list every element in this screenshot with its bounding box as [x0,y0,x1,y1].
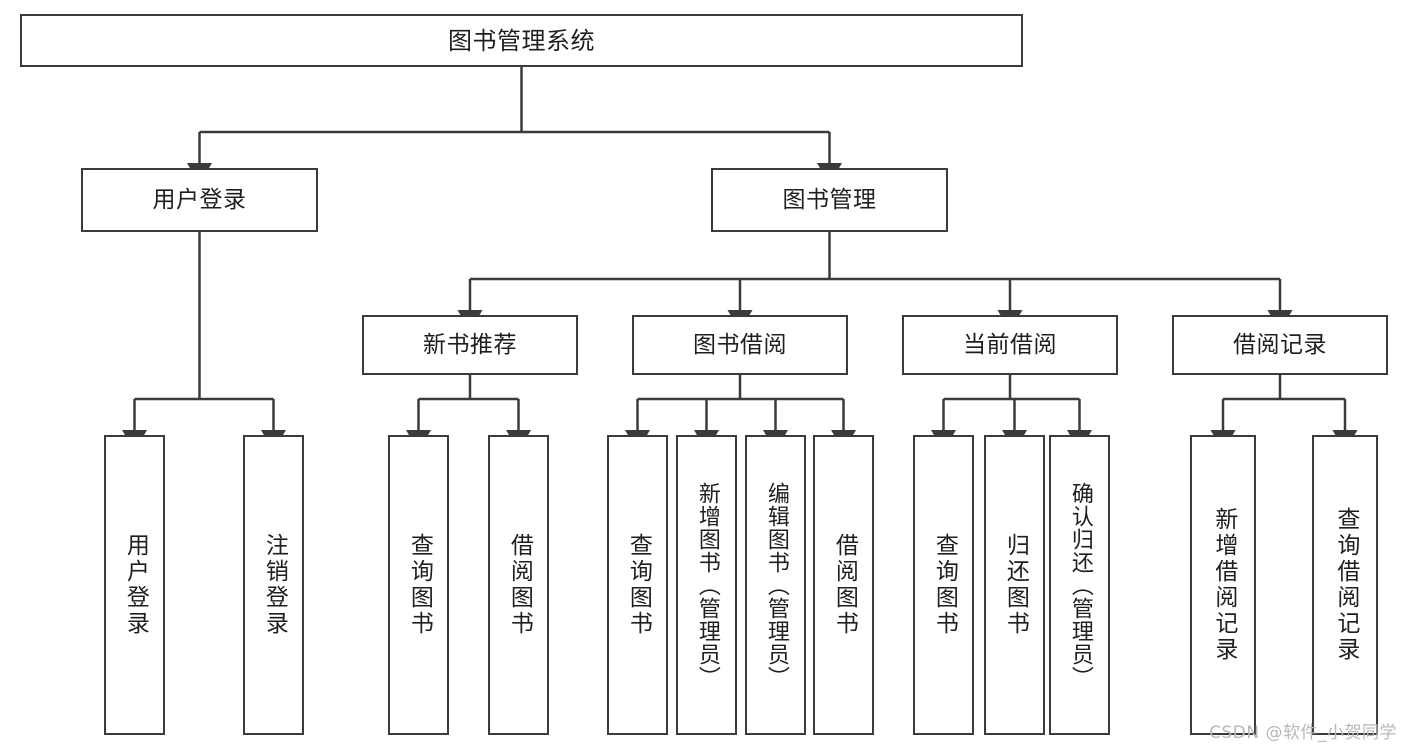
node-label: 新增借阅记录 [1210,507,1237,663]
node-label: 查询图书 [625,533,652,637]
csdn-watermark: CSDN @软件_小贺同学 [1209,723,1397,743]
node-label: 查询借阅记录 [1332,507,1359,663]
node-leaf-book-edit[interactable]: 编辑图书（管理员） [745,435,806,735]
node-book-borrow[interactable]: 图书借阅 [632,315,848,375]
node-leaf-cur-query[interactable]: 查询图书 [913,435,974,735]
node-leaf-cur-confirm[interactable]: 确认归还（管理员） [1049,435,1110,735]
node-leaf-book-add[interactable]: 新增图书（管理员） [676,435,737,735]
node-book-manage[interactable]: 图书管理 [711,168,948,232]
node-label: 借阅图书 [831,533,858,637]
node-leaf-cur-return[interactable]: 归还图书 [984,435,1045,735]
node-label: 图书借阅 [693,331,787,358]
node-label: 当前借阅 [963,331,1057,358]
node-user-login[interactable]: 用户登录 [81,168,318,232]
node-new-book-rec[interactable]: 新书推荐 [362,315,578,375]
node-label: 用户登录 [152,186,247,213]
node-label: 查询图书 [406,533,433,637]
node-leaf-rec-query2[interactable]: 查询借阅记录 [1312,435,1378,735]
node-leaf-user-logout[interactable]: 注销登录 [243,435,304,735]
node-label: 借阅记录 [1233,331,1327,358]
node-label: 确认归还（管理员） [1067,481,1093,689]
node-label: 注销登录 [261,533,288,637]
node-leaf-rec-borrow[interactable]: 借阅图书 [488,435,549,735]
node-label: 归还图书 [1002,533,1029,637]
node-current-borrow[interactable]: 当前借阅 [902,315,1118,375]
node-label: 用户登录 [122,533,149,637]
node-leaf-book-borrow[interactable]: 借阅图书 [813,435,874,735]
node-label: 编辑图书（管理员） [763,481,789,689]
node-label: 查询图书 [931,533,958,637]
node-root[interactable]: 图书管理系统 [20,14,1023,67]
node-label: 新书推荐 [423,331,517,358]
node-leaf-user-login[interactable]: 用户登录 [104,435,165,735]
node-label: 图书管理 [782,186,877,213]
node-label: 图书管理系统 [448,26,595,55]
node-leaf-rec-query[interactable]: 查询图书 [388,435,449,735]
node-leaf-borrow-query[interactable]: 查询图书 [607,435,668,735]
node-borrow-record[interactable]: 借阅记录 [1172,315,1388,375]
node-label: 借阅图书 [506,533,533,637]
node-leaf-rec-add[interactable]: 新增借阅记录 [1190,435,1256,735]
node-label: 新增图书（管理员） [694,481,720,689]
